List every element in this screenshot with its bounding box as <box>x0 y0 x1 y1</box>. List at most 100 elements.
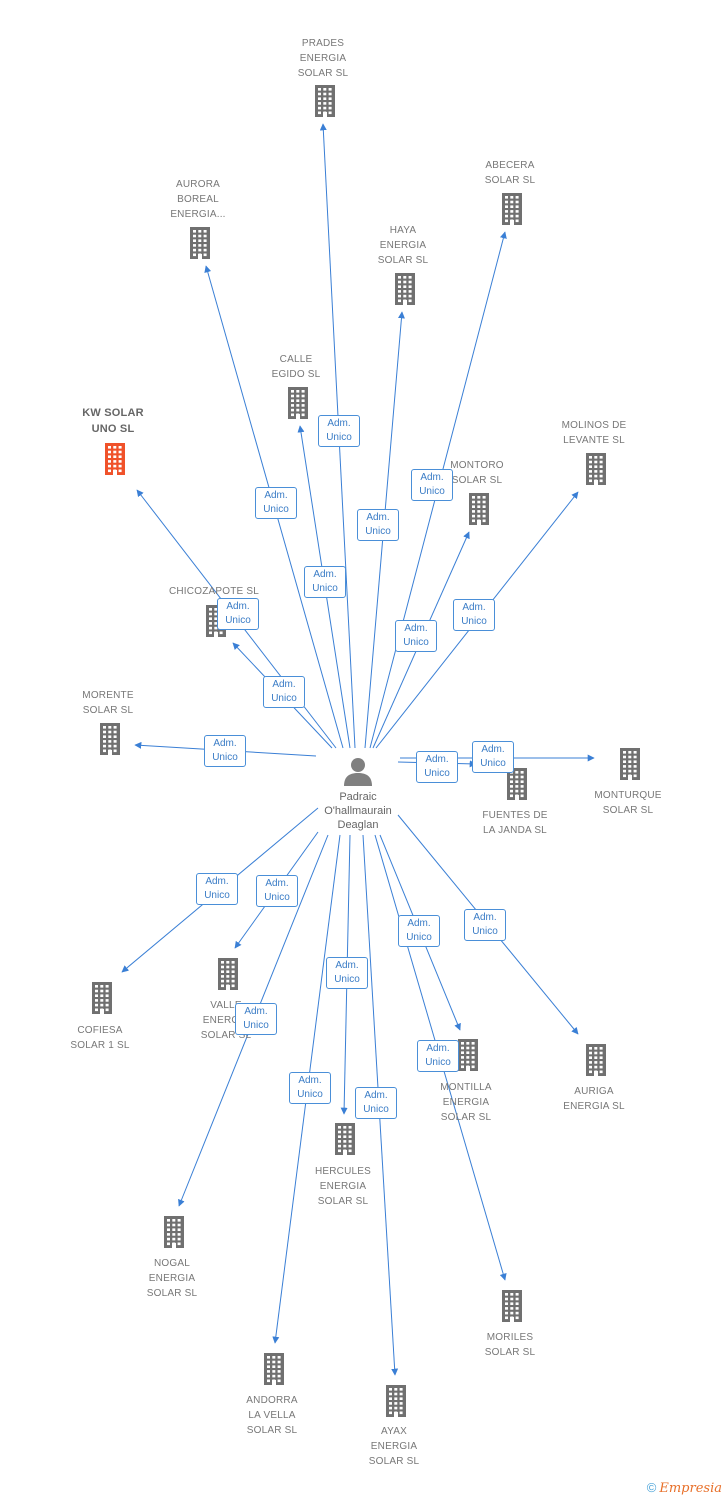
building-icon[interactable] <box>578 1042 614 1078</box>
building-icon[interactable] <box>156 1214 192 1250</box>
relation-badge[interactable]: Adm.Unico <box>326 957 368 989</box>
relation-badge-line: Unico <box>419 486 445 497</box>
building-icon[interactable] <box>210 956 246 992</box>
building-icon[interactable] <box>578 451 614 487</box>
company-label-line: AYAX <box>381 1426 407 1437</box>
relation-badge[interactable]: Adm.Unico <box>289 1072 331 1104</box>
relation-badge-line: Unico <box>326 432 352 443</box>
relation-badge-line: Adm. <box>481 744 505 755</box>
relation-badge[interactable]: Adm. Unico <box>318 415 360 447</box>
relation-badge[interactable]: Adm.Unico <box>416 751 458 783</box>
company-label-line: ANDORRA <box>246 1395 298 1406</box>
company-label-line: LA VELLA <box>248 1410 296 1421</box>
relation-badge[interactable]: Adm.Unico <box>263 676 305 708</box>
building-icon[interactable] <box>450 1037 486 1073</box>
relation-badge[interactable]: Adm. Unico <box>217 598 259 630</box>
relation-badge-line: Adm. <box>404 623 428 634</box>
company-label-line: MOLINOS DE <box>561 420 627 431</box>
company-label-line: AURORA <box>176 179 220 190</box>
relation-badge-line: Adm. <box>420 472 444 483</box>
building-icon[interactable] <box>378 1383 414 1419</box>
relation-badge-line: Unico <box>480 758 506 769</box>
building-icon[interactable] <box>612 746 648 782</box>
company-label-line: KW SOLAR <box>82 407 144 419</box>
relation-badge-line: Adm. <box>327 418 351 429</box>
company-label: CHICOZAPOTE SL <box>159 584 269 599</box>
person-node[interactable]: Padraic O'hallmaurain Deaglan <box>298 752 418 832</box>
building-icon[interactable] <box>92 721 128 757</box>
building-icon[interactable] <box>494 1288 530 1324</box>
building-icon[interactable] <box>387 271 423 307</box>
company-label-line: SOLAR SL <box>200 1030 252 1041</box>
building-icon[interactable] <box>84 980 120 1016</box>
company-label-line: AURIGA <box>574 1086 614 1097</box>
building-icon[interactable] <box>182 225 218 261</box>
building-icon[interactable] <box>280 385 316 421</box>
relation-badge[interactable]: Adm.Unico <box>398 915 440 947</box>
relation-badge[interactable]: Adm.Unico <box>304 566 346 598</box>
copyright-icon: © <box>646 1480 657 1495</box>
relation-badge-line: Adm. <box>226 601 250 612</box>
building-icon[interactable] <box>327 1121 363 1157</box>
relation-badge-line: Adm. <box>213 738 237 749</box>
person-name-line: Padraic <box>339 791 377 803</box>
relation-badge[interactable]: Adm. Unico <box>472 741 514 773</box>
company-label-line: SOLAR SL <box>451 475 503 486</box>
relation-badge[interactable]: Adm.Unico <box>256 875 298 907</box>
relation-badge[interactable]: Adm.Unico <box>357 509 399 541</box>
relation-badge-line: Unico <box>297 1089 323 1100</box>
relation-badge-line: Adm. <box>265 878 289 889</box>
building-icon[interactable] <box>97 441 133 477</box>
company-label-line: ENERGIA <box>319 1181 367 1192</box>
relation-badge-line: Unico <box>225 615 251 626</box>
relation-badge[interactable]: Adm.Unico <box>417 1040 459 1072</box>
company-label-line: ENERGIA <box>442 1097 490 1108</box>
company-node-chicozapote[interactable]: CHICOZAPOTE SL <box>159 584 269 599</box>
relation-badge[interactable]: Adm.Unico <box>355 1087 397 1119</box>
building-icon[interactable] <box>499 766 535 802</box>
relation-badge[interactable]: Adm.Unico <box>235 1003 277 1035</box>
relation-badge[interactable]: Adm.Unico <box>395 620 437 652</box>
company-label-line: SOLAR SL <box>440 1112 492 1123</box>
company-label-line: SOLAR SL <box>82 705 134 716</box>
relation-badge-line: Unico <box>334 974 360 985</box>
relation-badge[interactable]: Adm.Unico <box>196 873 238 905</box>
relation-badge[interactable]: Adm. Unico <box>411 469 453 501</box>
building-icon[interactable] <box>461 491 497 527</box>
company-label-line: HERCULES <box>314 1166 372 1177</box>
building-icon[interactable] <box>307 83 343 119</box>
company-label-line: CHICOZAPOTE SL <box>168 586 260 597</box>
relation-badge[interactable]: Adm.Unico <box>453 599 495 631</box>
relation-badge[interactable]: Adm.Unico <box>204 735 246 767</box>
relation-badge-line: Adm. <box>366 512 390 523</box>
building-icon[interactable] <box>256 1351 292 1387</box>
relation-badge[interactable]: Adm.Unico <box>464 909 506 941</box>
building-icon[interactable] <box>494 191 530 227</box>
relation-badge[interactable]: Adm.Unico <box>255 487 297 519</box>
relation-badge-line: Adm. <box>426 1043 450 1054</box>
